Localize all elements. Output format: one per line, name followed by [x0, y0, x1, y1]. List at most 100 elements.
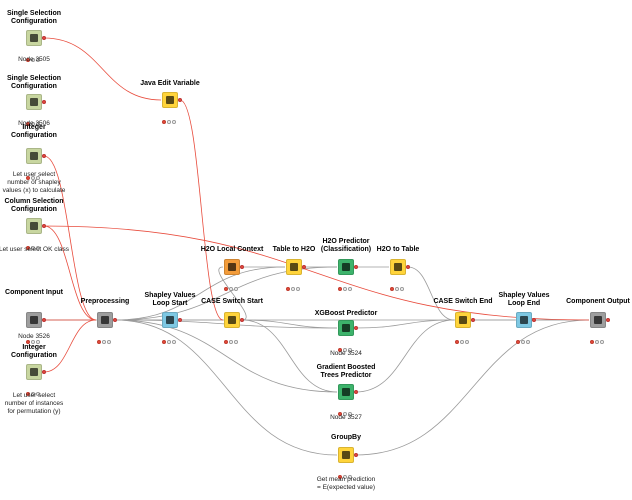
xgb-output-port[interactable] — [354, 326, 358, 330]
casestart-title: CASE Switch Start — [201, 298, 263, 305]
casestart-icon — [228, 316, 236, 324]
prep-title: Preprocessing — [80, 298, 130, 305]
intcfg2-label: number of instances — [4, 400, 64, 407]
t2h2o-icon — [290, 263, 298, 271]
ssc1-icon — [30, 34, 38, 42]
caseend-status-indicator — [455, 331, 472, 344]
caseend-output-port[interactable] — [471, 318, 475, 322]
colsel-output-port[interactable] — [42, 224, 46, 228]
h2o2t-title: H2O to Table — [376, 246, 420, 253]
intcfg1-title: Integer — [22, 124, 46, 131]
wire[interactable] — [355, 319, 590, 456]
h2octx-output-port[interactable] — [240, 265, 244, 269]
h2opred-status-indicator — [338, 278, 355, 291]
ssc2-title: Configuration — [11, 83, 57, 90]
ssc1-output-port[interactable] — [42, 36, 46, 40]
ssc1-node[interactable] — [26, 30, 42, 46]
intcfg1-label: number of shapley — [7, 179, 61, 186]
h2opred-title: (Classification) — [320, 246, 372, 253]
intcfg1-title: Configuration — [11, 132, 57, 139]
intcfg1-icon — [30, 152, 38, 160]
shapend-node[interactable] — [516, 312, 532, 328]
wire[interactable] — [355, 319, 455, 393]
compin-output-port[interactable] — [42, 318, 46, 322]
groupby-icon — [342, 451, 350, 459]
flow-variable-wire[interactable] — [43, 319, 97, 373]
ssc1-label: Node 3505 — [18, 56, 50, 63]
gbt-title: Trees Predictor — [320, 372, 372, 379]
h2octx-icon — [228, 263, 236, 271]
casestart-output-port[interactable] — [240, 318, 244, 322]
shapstart-icon — [166, 316, 174, 324]
intcfg1-output-port[interactable] — [42, 154, 46, 158]
wire[interactable] — [241, 319, 338, 329]
h2octx-node[interactable] — [224, 259, 240, 275]
groupby-output-port[interactable] — [354, 453, 358, 457]
ssc2-label: Node 3506 — [18, 120, 50, 127]
caseend-title: CASE Switch End — [433, 298, 493, 305]
shapend-output-port[interactable] — [532, 318, 536, 322]
prep-output-port[interactable] — [113, 318, 117, 322]
intcfg2-label: for permutation (y) — [7, 408, 61, 415]
intcfg2-title: Integer — [22, 344, 46, 351]
ssc1-title: Configuration — [11, 18, 57, 25]
compin-node[interactable] — [26, 312, 42, 328]
caseend-node[interactable] — [455, 312, 471, 328]
ssc2-icon — [30, 98, 38, 106]
shapend-icon — [520, 316, 528, 324]
ssc1-title: Single Selection — [6, 10, 62, 17]
colsel-title: Column Selection — [4, 198, 64, 205]
javaedit-icon — [166, 96, 174, 104]
casestart-node[interactable] — [224, 312, 240, 328]
ssc2-output-port[interactable] — [42, 100, 46, 104]
compin-title: Component Input — [5, 289, 63, 296]
prep-node[interactable] — [97, 312, 113, 328]
gbt-title: Gradient Boosted — [316, 364, 376, 371]
h2o2t-output-port[interactable] — [406, 265, 410, 269]
intcfg1-node[interactable] — [26, 148, 42, 164]
h2o2t-icon — [394, 263, 402, 271]
wire[interactable] — [114, 266, 286, 321]
wire[interactable] — [241, 319, 338, 393]
h2o2t-status-indicator — [390, 278, 407, 291]
t2h2o-title: Table to H2O — [272, 246, 316, 253]
t2h2o-status-indicator — [286, 278, 303, 291]
gbt-icon — [342, 388, 350, 396]
gbt-output-port[interactable] — [354, 390, 358, 394]
h2opred-output-port[interactable] — [354, 265, 358, 269]
wire[interactable] — [355, 319, 455, 329]
shapstart-title: Shapley Values — [144, 292, 196, 299]
compout-output-port[interactable] — [606, 318, 610, 322]
intcfg2-output-port[interactable] — [42, 370, 46, 374]
flow-variable-wire[interactable] — [179, 99, 224, 321]
compout-node[interactable] — [590, 312, 606, 328]
javaedit-output-port[interactable] — [178, 98, 182, 102]
casestart-status-indicator — [224, 331, 241, 344]
compout-icon — [594, 316, 602, 324]
t2h2o-output-port[interactable] — [302, 265, 306, 269]
wire[interactable] — [407, 266, 455, 321]
t2h2o-node[interactable] — [286, 259, 302, 275]
shapstart-output-port[interactable] — [178, 318, 182, 322]
javaedit-title: Java Edit Variable — [140, 80, 200, 87]
groupby-label: = E(expected value) — [317, 484, 375, 491]
javaedit-node[interactable] — [162, 92, 178, 108]
xgb-node[interactable] — [338, 320, 354, 336]
h2o2t-node[interactable] — [390, 259, 406, 275]
gbt-label: Node 3527 — [330, 414, 362, 421]
colsel-title: Configuration — [11, 206, 57, 213]
compout-title: Component Output — [566, 298, 630, 305]
colsel-node[interactable] — [26, 218, 42, 234]
gbt-node[interactable] — [338, 384, 354, 400]
shapend-status-indicator — [516, 331, 533, 344]
compin-icon — [30, 316, 38, 324]
groupby-node[interactable] — [338, 447, 354, 463]
flow-variable-wire[interactable] — [43, 37, 162, 101]
ssc2-node[interactable] — [26, 94, 42, 110]
h2opred-node[interactable] — [338, 259, 354, 275]
shapstart-node[interactable] — [162, 312, 178, 328]
h2octx-status-indicator — [224, 278, 241, 291]
intcfg2-node[interactable] — [26, 364, 42, 380]
